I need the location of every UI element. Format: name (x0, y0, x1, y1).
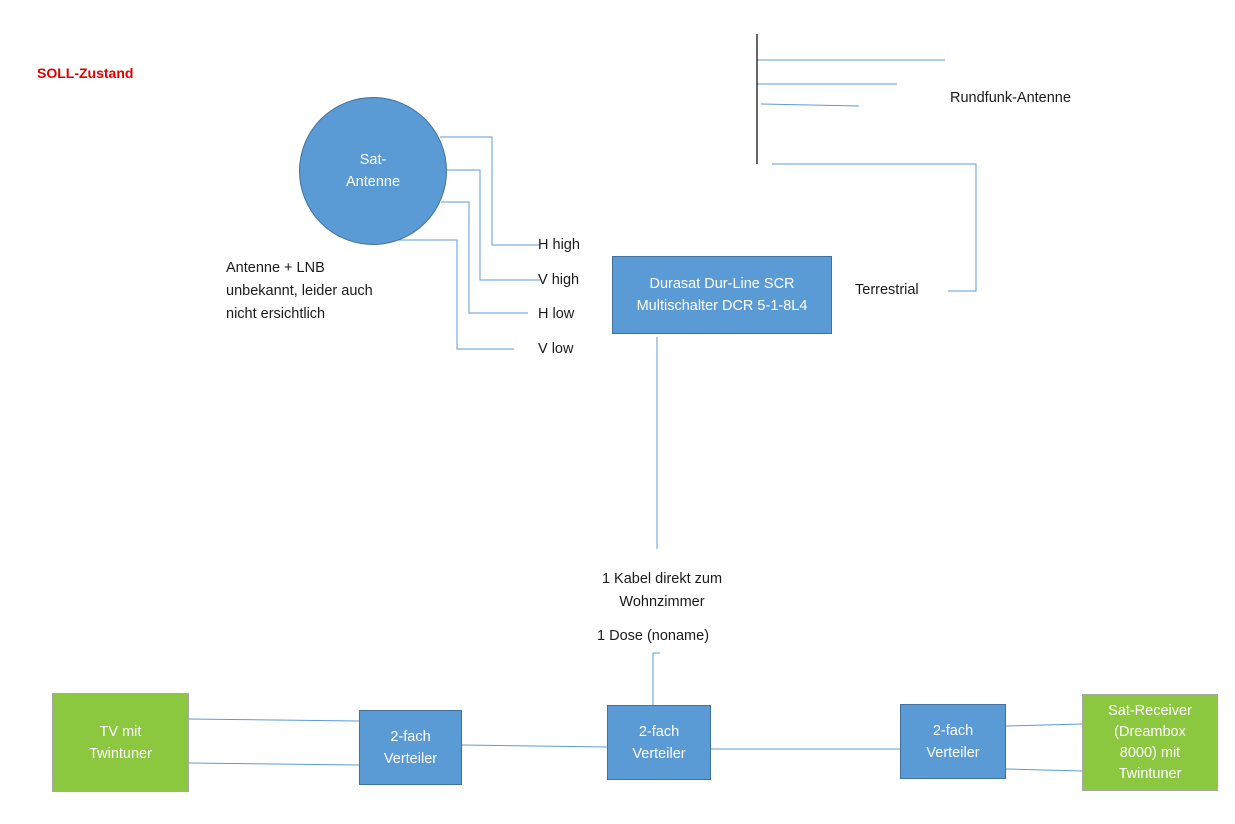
radio-antenna-label: Rundfunk-Antenne (950, 90, 1071, 106)
wire-tv-2 (187, 762, 360, 766)
wire-socket (652, 652, 660, 706)
diagram-title: SOLL-Zustand (37, 65, 134, 81)
lnb-output-v-high: V high (538, 272, 580, 288)
splitter-center: 2-fach Verteiler (607, 705, 711, 780)
wire-terrestrial (772, 163, 977, 292)
lnb-output-v-low: V low (538, 341, 574, 357)
multiswitch-box: Durasat Dur-Line SCR Multischalter DCR 5… (612, 256, 832, 334)
wire-split-left-center (461, 744, 609, 748)
sat-antenna: Sat- Antenne (299, 97, 447, 245)
wire-v-high (446, 169, 540, 281)
lnb-output-h-low: H low (538, 306, 575, 322)
terrestrial-label: Terrestrial (855, 282, 919, 298)
splitter-right: 2-fach Verteiler (900, 704, 1006, 779)
tv-box: TV mit Twintuner (52, 693, 189, 792)
cable-note: 1 Kabel direkt zum Wohnzimmer (601, 571, 723, 610)
wire-h-low (441, 201, 528, 314)
lnb-output-h-high: H high (538, 237, 580, 253)
splitter-left: 2-fach Verteiler (359, 710, 462, 785)
wire-h-high (440, 136, 540, 246)
wire-receiver-1 (1005, 723, 1083, 727)
radio-element-3 (760, 103, 860, 107)
wire-receiver-2 (1005, 768, 1083, 772)
antenna-note: Antenne + LNB unbekannt, leider auch nic… (226, 260, 373, 322)
wire-v-low (398, 239, 514, 350)
wire-tv-1 (187, 718, 360, 722)
socket-note: 1 Dose (noname) (597, 628, 710, 644)
receiver-box: Sat-Receiver (Dreambox 8000) mit Twintun… (1082, 694, 1218, 791)
